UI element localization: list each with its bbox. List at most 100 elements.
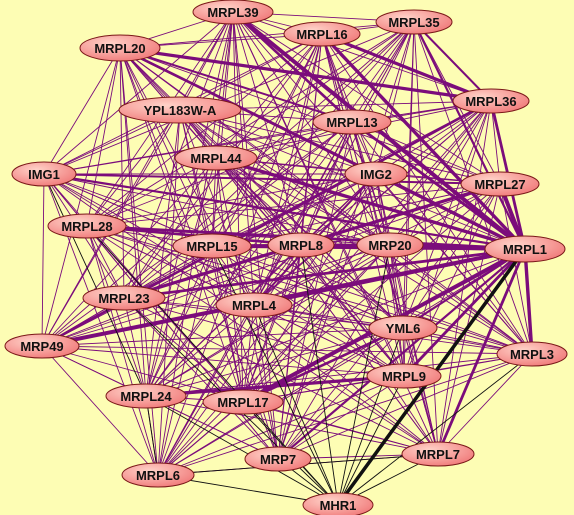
edge-IMG2-MRPL28 xyxy=(86,173,377,227)
edge-black-MHR1-MRP20 xyxy=(337,244,391,506)
node-mrpl13[interactable]: MRPL13 xyxy=(312,109,392,135)
node-mrpl35[interactable]: MRPL35 xyxy=(375,9,453,35)
edge-MRPL23-MRPL17 xyxy=(123,297,244,403)
node-mrpl23[interactable]: MRPL23 xyxy=(82,285,166,311)
edge-emph-MRPL24-MRPL9 xyxy=(144,374,406,398)
node-mrpl3[interactable]: MRPL3 xyxy=(496,341,568,367)
edge-emph-MRPL1-MRPL3 xyxy=(523,247,534,356)
edge-MRPL27-MRPL28 xyxy=(86,183,501,227)
edge-MRPL9-MRP7 xyxy=(277,375,405,460)
edge-MRPL24-MRPL7 xyxy=(145,395,439,455)
node-mhr1[interactable]: MHR1 xyxy=(302,492,374,515)
node-label: MRPL16 xyxy=(296,27,347,42)
node-ellipse xyxy=(121,462,195,488)
node-mrpl9[interactable]: MRPL9 xyxy=(366,363,442,389)
node-label: MRPL36 xyxy=(465,94,516,109)
node-ellipse xyxy=(344,161,408,187)
edge-IMG1-MRP49 xyxy=(41,173,45,347)
edge-MRPL17-MRPL7 xyxy=(242,401,439,455)
node-label: IMG2 xyxy=(360,167,392,182)
edge-MRPL13-MRPL27 xyxy=(351,121,501,185)
node-label: IMG1 xyxy=(28,167,60,182)
edge-MRPL39-IMG1 xyxy=(43,11,234,175)
node-mrpl16[interactable]: MRPL16 xyxy=(283,21,361,47)
edge-MRPL28-MRP7 xyxy=(86,225,279,460)
node-yml6[interactable]: YML6 xyxy=(368,315,438,341)
node-mrpl39[interactable]: MRPL39 xyxy=(192,0,274,25)
edge-emph-MRPL1-MRP7 xyxy=(276,247,527,461)
edge-black-MHR1-MRPL3 xyxy=(337,353,533,506)
node-ellipse xyxy=(244,446,312,472)
node-ellipse xyxy=(202,389,284,415)
node-ellipse xyxy=(105,383,187,409)
edge-MRPL27-MRP49 xyxy=(41,183,501,347)
node-ellipse xyxy=(484,235,566,263)
edge-MRP49-MRPL9 xyxy=(41,345,405,377)
node-mrpl6[interactable]: MRPL6 xyxy=(121,462,195,488)
edge-MRPL8-MRPL6 xyxy=(157,244,302,476)
edge-MRPL27-MRPL7 xyxy=(437,183,501,455)
edge-emph-IMG1-MRPL27 xyxy=(43,173,501,185)
edge-emph-MRPL17-YML6 xyxy=(241,326,405,404)
edge-MRPL23-MRPL7 xyxy=(123,297,439,455)
edge-MRPL13-MRPL8 xyxy=(300,121,353,246)
edge-MRPL23-MRPL3 xyxy=(123,297,533,355)
node-ellipse xyxy=(356,232,424,258)
node-mrpl1[interactable]: MRPL1 xyxy=(484,235,566,263)
edge-MRPL16-YPL183W-A xyxy=(179,33,323,111)
node-img2[interactable]: IMG2 xyxy=(344,161,408,187)
node-label: MRPL3 xyxy=(510,347,554,362)
edge-MRPL4-MRPL17 xyxy=(242,304,255,403)
node-mrpl15[interactable]: MRPL15 xyxy=(172,233,252,259)
node-label: MRP20 xyxy=(368,238,411,253)
node-mrpl36[interactable]: MRPL36 xyxy=(452,88,530,114)
node-mrp7[interactable]: MRP7 xyxy=(244,446,312,472)
edge-emph-MRPL39-MRPL13 xyxy=(231,10,354,124)
node-mrpl8[interactable]: MRPL8 xyxy=(267,232,335,258)
edge-MRPL35-MRPL44 xyxy=(215,21,415,159)
edge-MRPL17-MRPL6 xyxy=(157,401,244,476)
edge-emph-MRPL1-MRPL44 xyxy=(214,156,527,251)
edge-MRPL13-MRP49 xyxy=(41,121,353,347)
node-mrpl44[interactable]: MRPL44 xyxy=(174,145,258,171)
node-img1[interactable]: IMG1 xyxy=(11,161,77,187)
node-ypl183w-a[interactable]: YPL183W-A xyxy=(118,96,242,124)
edge-MRPL3-MRPL24 xyxy=(145,353,533,397)
edge-MRPL16-MRPL28 xyxy=(86,33,323,227)
edge-YPL183W-A-MRPL4 xyxy=(179,109,255,306)
node-label: MRPL24 xyxy=(120,389,172,404)
node-label: MRPL8 xyxy=(279,238,323,253)
node-label: MRPL13 xyxy=(326,115,377,130)
node-mrpl4[interactable]: MRPL4 xyxy=(215,292,293,318)
node-mrp49[interactable]: MRP49 xyxy=(4,333,80,359)
node-label: MRPL23 xyxy=(98,291,149,306)
node-mrpl27[interactable]: MRPL27 xyxy=(460,171,540,197)
edge-MRPL35-MRPL28 xyxy=(86,21,415,227)
edge-MRPL8-MRP49 xyxy=(41,244,302,347)
node-ellipse xyxy=(174,145,258,171)
edge-black-MHR1-MRPL9 xyxy=(337,375,405,506)
edge-MRPL28-YML6 xyxy=(86,225,404,329)
edge-MRPL9-MRPL6 xyxy=(157,375,405,476)
edge-MRPL35-MRPL13 xyxy=(351,21,415,123)
node-mrpl28[interactable]: MRPL28 xyxy=(47,213,127,239)
edge-emph-MRPL1-MRPL7 xyxy=(436,247,527,456)
node-ellipse xyxy=(192,0,274,25)
node-mrpl17[interactable]: MRPL17 xyxy=(202,389,284,415)
edge-MRPL36-MRP7 xyxy=(277,100,492,460)
node-mrp20[interactable]: MRP20 xyxy=(356,232,424,258)
edge-MRPL1-MRPL24 xyxy=(145,248,526,397)
edge-black-MHR1-MRPL15 xyxy=(211,245,339,506)
node-mrpl24[interactable]: MRPL24 xyxy=(105,383,187,409)
edge-MRPL20-MRPL28 xyxy=(86,47,121,227)
node-mrpl20[interactable]: MRPL20 xyxy=(79,34,161,62)
node-ellipse xyxy=(401,441,475,467)
edge-MRPL36-MRP20 xyxy=(389,100,492,246)
edge-MRPL20-MRPL27 xyxy=(119,47,501,185)
edge-YPL183W-A-MRPL24 xyxy=(145,109,181,397)
node-label: MRPL20 xyxy=(94,41,145,56)
edge-MRPL28-MRPL6 xyxy=(86,225,159,476)
node-mrpl7[interactable]: MRPL7 xyxy=(401,441,475,467)
